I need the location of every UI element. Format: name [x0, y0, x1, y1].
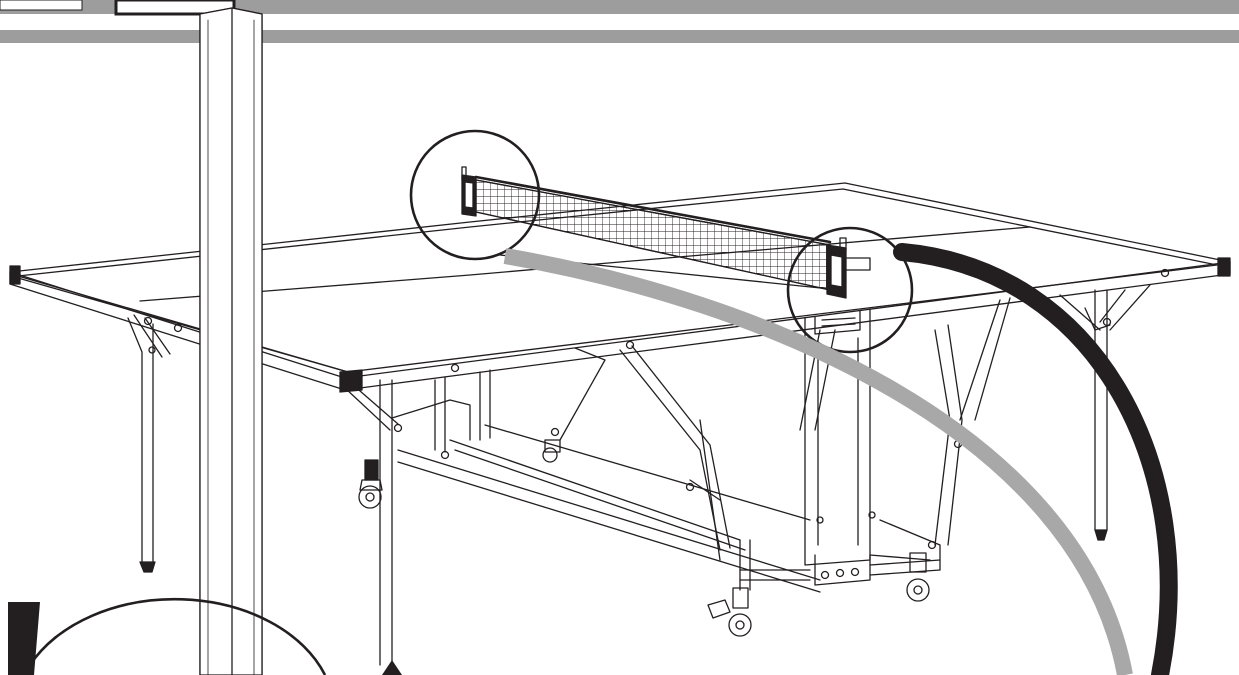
gray-curved-arrow [503, 248, 1133, 675]
leg-foot [382, 660, 402, 675]
left-post-circle [409, 129, 541, 261]
left-net-post [461, 166, 477, 217]
header-bands [0, 0, 1239, 43]
caster-wheels [358, 439, 930, 637]
right-post-circle [786, 226, 914, 354]
bottom-left-part [8, 602, 40, 675]
right-net-post [826, 237, 871, 299]
net-assembly [461, 166, 871, 299]
callouts [28, 129, 914, 675]
upright-folded-panel [199, 7, 263, 675]
bottom-left-circle [28, 597, 327, 675]
black-curved-arrow [893, 243, 1178, 675]
